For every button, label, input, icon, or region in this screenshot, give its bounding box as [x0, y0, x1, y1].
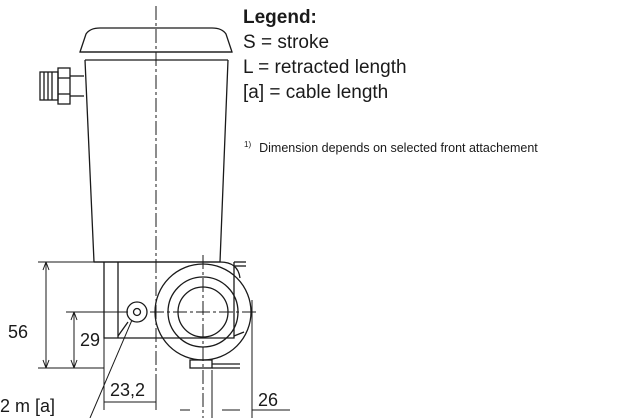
footnote: 1) Dimension depends on selected front at…	[244, 140, 640, 155]
dim-label-cable: 2 m [a]	[0, 396, 56, 416]
gland-nut	[57, 67, 71, 105]
cable-gland	[39, 71, 59, 101]
mount-bracket	[103, 262, 235, 339]
legend-item-cable-length: [a] = cable length	[243, 82, 389, 103]
legend-item-retracted-length: L = retracted length	[243, 57, 407, 78]
housing-cap	[79, 27, 233, 53]
dim-label-29: 29	[80, 330, 101, 350]
dim-label-23-2: 23,2	[110, 380, 146, 400]
dim-label-26: 26	[258, 390, 279, 410]
dim-label-56: 56	[8, 322, 29, 342]
footnote-marker: 1)	[244, 140, 252, 149]
legend: Legend: S = stroke L = retracted length …	[243, 6, 635, 105]
footnote-text: Dimension depends on selected front atta…	[259, 141, 538, 156]
foot	[189, 359, 213, 369]
cable-leader	[89, 319, 133, 418]
mounting-hole	[126, 301, 148, 323]
legend-title: Legend:	[243, 7, 317, 28]
legend-item-stroke: S = stroke	[243, 32, 330, 53]
